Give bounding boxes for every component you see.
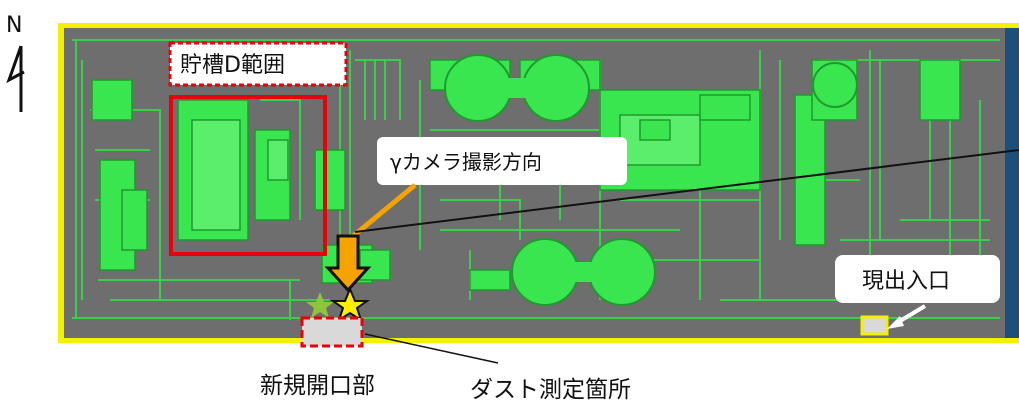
tank-d-label: 貯槽D範囲: [180, 53, 285, 78]
current-entrance-label-box: [835, 255, 1000, 303]
tank-d-label-box: [168, 41, 348, 87]
gamma-camera-label: γカメラ撮影方向: [390, 150, 542, 174]
east-wall-strip: [1005, 28, 1019, 338]
green-star-icon: [306, 292, 334, 318]
camera-direction-arrow-icon: [324, 234, 372, 293]
new-opening-marker: [300, 316, 364, 348]
gamma-camera-label-box: [377, 137, 627, 185]
tanks: [444, 54, 858, 306]
entrance-arrow-icon: [887, 304, 927, 329]
north-arrow-icon: [6, 45, 25, 112]
current-entrance-label: 現出入口: [862, 269, 950, 294]
yellow-star-icon: [329, 286, 371, 323]
gamma-camera-pointer: [350, 183, 417, 239]
dust-measurement-label: ダスト測定箇所: [470, 377, 631, 403]
north-letter: N: [6, 13, 22, 38]
tank-d-range-box: [169, 95, 327, 256]
leader-line-right: [354, 149, 1019, 233]
current-entrance-marker: [860, 315, 889, 336]
dust-pointer-line: [364, 333, 499, 364]
new-opening-label: 新規開口部: [260, 373, 375, 399]
